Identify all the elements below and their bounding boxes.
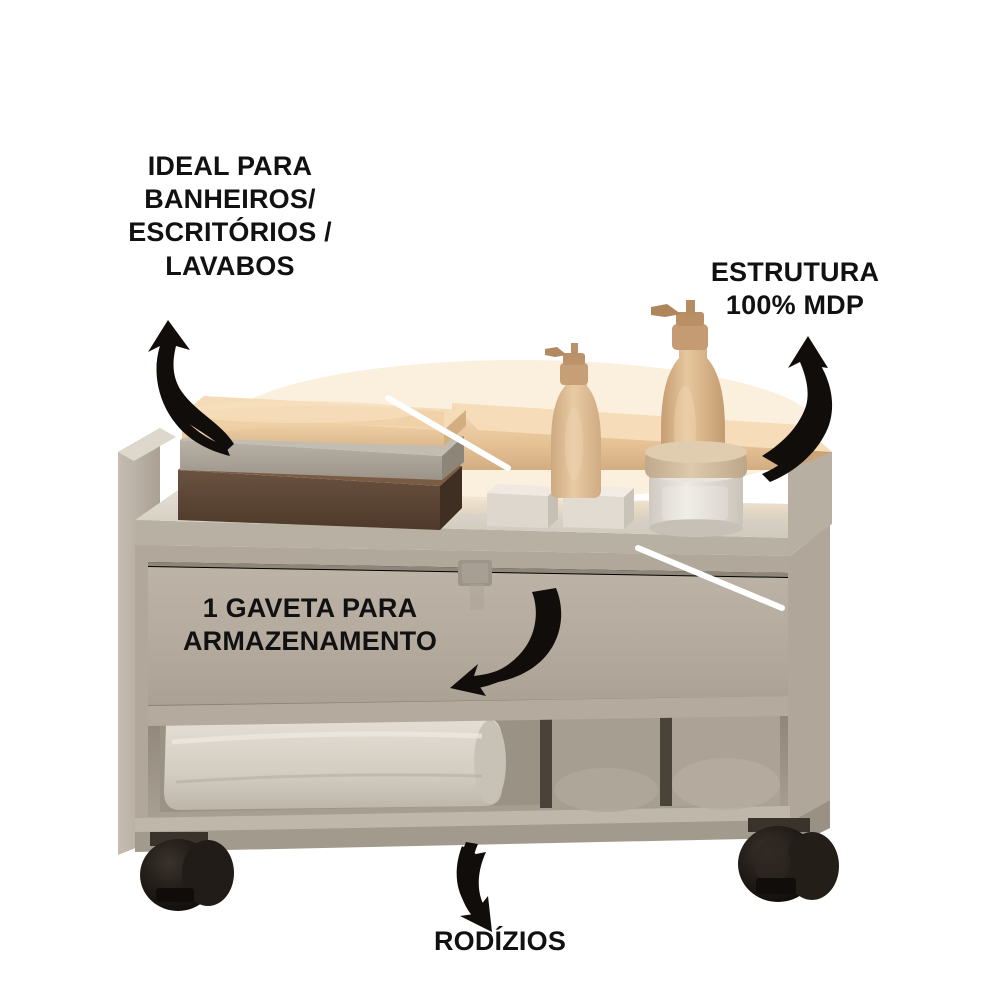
soap-bottle-small xyxy=(545,343,601,498)
leader-line-drawer xyxy=(635,545,785,611)
rolled-towel-shelf xyxy=(164,715,506,810)
arrow-gaveta-icon xyxy=(450,588,562,696)
leader-line-top xyxy=(385,395,511,471)
towel-stack xyxy=(178,396,466,530)
arrow-rodizios-icon xyxy=(456,842,492,932)
callout-ideal-para: IDEAL PARA BANHEIROS/ ESCRITÓRIOS / LAVA… xyxy=(128,151,332,281)
callout-estrutura: ESTRUTURA 100% MDP xyxy=(710,257,880,321)
callout-rodizios: RODÍZIOS xyxy=(433,926,567,956)
arrow-estrutura-icon xyxy=(762,336,833,482)
caster-left xyxy=(140,832,234,911)
callout-gaveta: 1 GAVETA PARA ARMAZENAMENTO xyxy=(182,593,438,657)
shelf-rolls xyxy=(540,712,780,812)
arrow-ideal-icon xyxy=(148,320,234,456)
cosmetic-jar xyxy=(645,441,747,537)
caster-right xyxy=(738,818,839,902)
